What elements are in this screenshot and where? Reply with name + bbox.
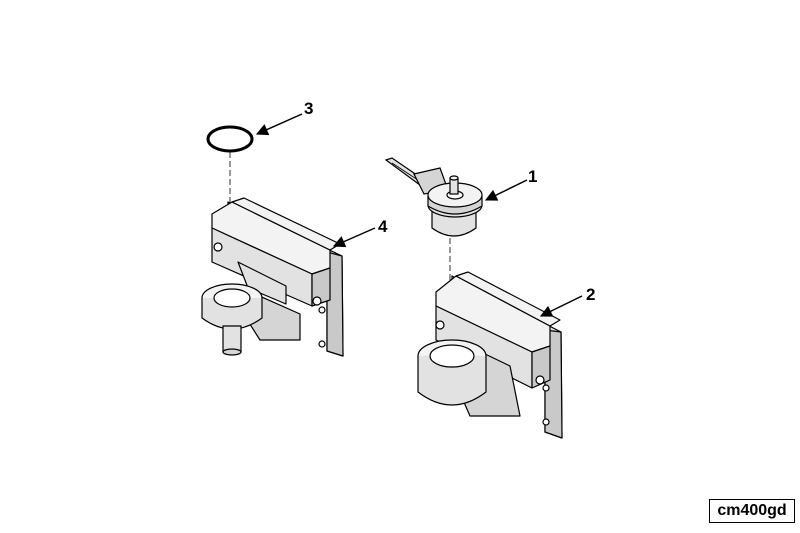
leader-lines [255, 113, 583, 317]
callout-1: 1 [528, 167, 537, 186]
leader-line-4 [332, 227, 376, 248]
callout-2: 2 [586, 285, 595, 304]
leader-line-1 [484, 179, 528, 201]
callout-3: 3 [304, 99, 313, 118]
callout-4: 4 [378, 217, 388, 236]
alignment-lines [229, 152, 451, 300]
mounting-bracket-icon [417, 271, 563, 439]
diagram-id-label: cm400gd [709, 499, 795, 523]
o-ring-icon [206, 125, 254, 153]
locking-cap-with-key-icon [384, 157, 483, 237]
mounting-bracket-icon [201, 197, 344, 357]
leader-line-3 [255, 113, 303, 136]
leader-line-2 [539, 295, 583, 317]
